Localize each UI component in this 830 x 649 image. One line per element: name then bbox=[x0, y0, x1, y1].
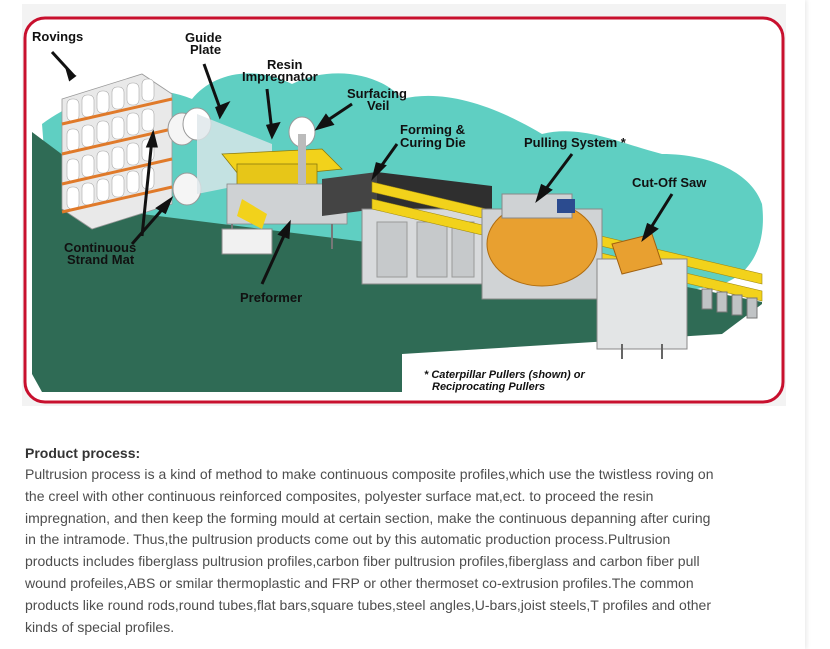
caption-line: kinds of special profiles. bbox=[25, 618, 175, 635]
label-cut-off-saw: Cut-Off Saw bbox=[632, 175, 707, 190]
label-resin-impregnator-1: Resin bbox=[267, 57, 302, 72]
footnote-area bbox=[402, 304, 762, 398]
label-pulling-system: Pulling System * bbox=[524, 135, 627, 150]
label-forming-die-2: Curing Die bbox=[400, 135, 466, 150]
label-resin-impregnator-2: Impregnator bbox=[242, 69, 318, 84]
footnote-line-2: Reciprocating Pullers bbox=[432, 381, 545, 393]
label-guide-plate-2: Plate bbox=[190, 42, 221, 57]
footnote-line-1: * Caterpillar Pullers (shown) or bbox=[424, 369, 585, 381]
diagram-svg: Rovings Guide Plate Resin Impregnator Su… bbox=[23, 16, 785, 404]
pultrusion-diagram: Rovings Guide Plate Resin Impregnator Su… bbox=[22, 4, 786, 406]
caption-line: impregnation, and then keep the forming … bbox=[25, 509, 711, 526]
cloud-gap bbox=[372, 24, 762, 154]
label-preformer: Preformer bbox=[240, 290, 302, 305]
resin-impregnator bbox=[221, 148, 348, 255]
label-continuous-strand-mat-1: Continuous bbox=[64, 240, 136, 255]
label-forming-die-1: Forming & bbox=[400, 122, 465, 137]
label-surfacing-veil-2: Veil bbox=[367, 98, 389, 113]
callout-arrows bbox=[50, 50, 674, 285]
label-guide-plate-1: Guide bbox=[185, 30, 222, 45]
label-surfacing-veil-1: Surfacing bbox=[347, 86, 407, 101]
caption-body: Pultrusion process is a kind of method t… bbox=[25, 464, 795, 638]
cut-off-saw bbox=[596, 233, 758, 359]
label-continuous-strand-mat-2: Strand Mat bbox=[67, 252, 135, 267]
caption-line: products includes fiberglass pultrusion … bbox=[25, 553, 700, 570]
label-rovings: Rovings bbox=[32, 29, 83, 44]
caption-heading: Product process: bbox=[25, 445, 141, 461]
surfacing-veil bbox=[288, 116, 316, 184]
product-process-caption: Product process: Pultrusion process is a… bbox=[25, 442, 795, 638]
caption-line: in the intramode. Thus,the pultrusion pr… bbox=[25, 531, 671, 548]
roving-creel bbox=[61, 73, 173, 230]
caption-line: wound profeiles,ABS or smilar thermoplas… bbox=[25, 574, 694, 591]
pulling-system bbox=[481, 193, 603, 300]
caption-line: the creel with other continuous reinforc… bbox=[25, 487, 654, 504]
caption-line: Pultrusion process is a kind of method t… bbox=[25, 466, 714, 482]
caption-line: products like round rods,round tubes,fla… bbox=[25, 596, 712, 613]
